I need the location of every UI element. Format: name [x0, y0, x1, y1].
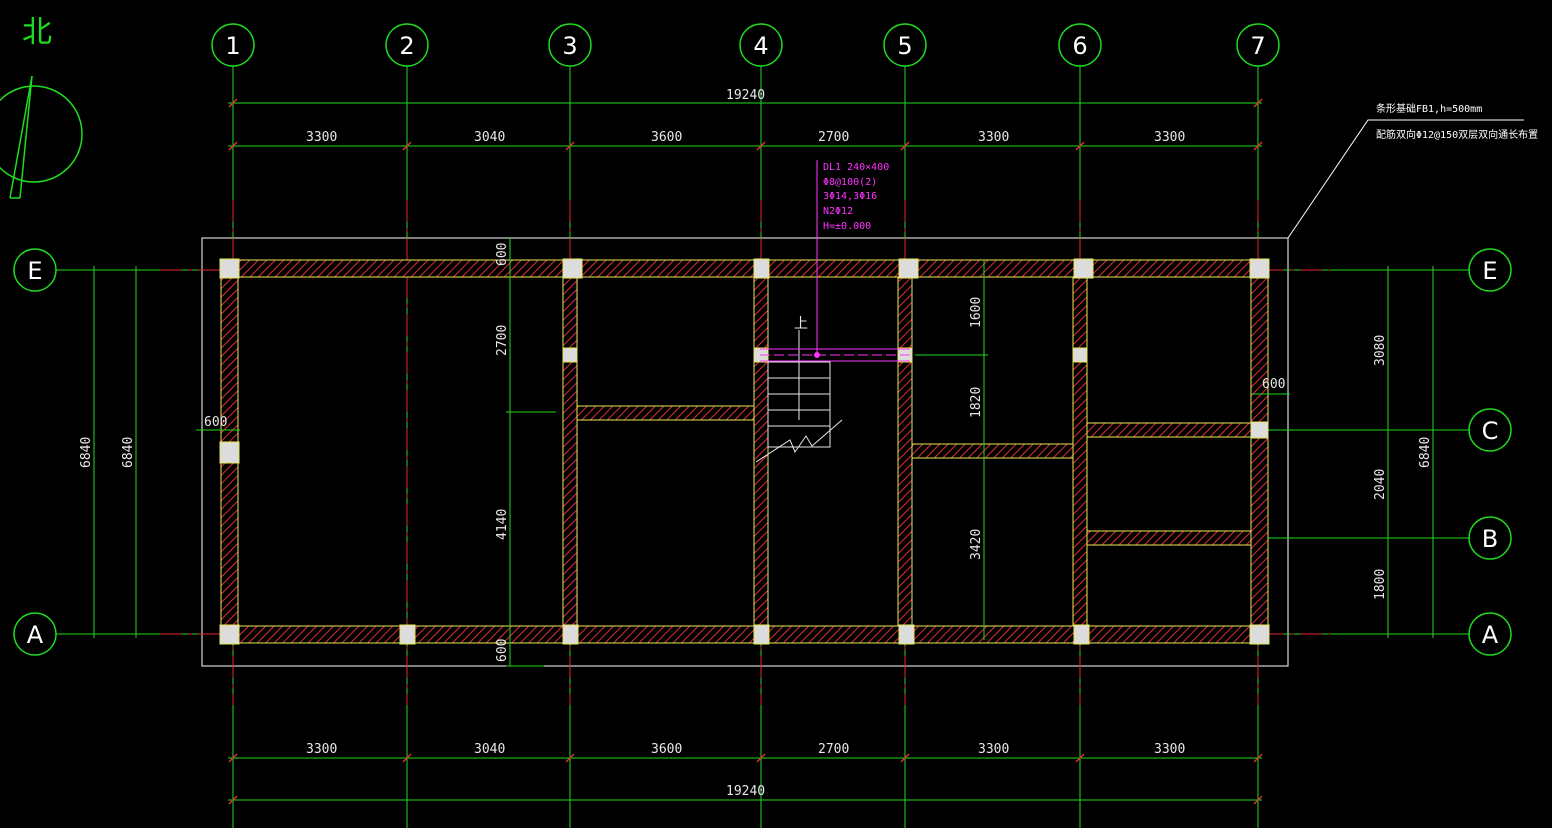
foundation-outline	[201, 237, 1289, 667]
dim-top-span-2: 3040	[474, 130, 505, 145]
foundation-note-1: 条形基础FB1,h=500mm	[1376, 102, 1482, 115]
beam-label-line-5: H=±0.000	[823, 221, 871, 232]
dim-left-1: 6840	[79, 437, 94, 468]
svg-text:A: A	[1482, 621, 1499, 649]
dim-bottom-span-2: 3040	[474, 742, 505, 757]
columns	[219, 258, 1270, 645]
stair-icon	[755, 330, 843, 463]
svg-text:3: 3	[562, 32, 577, 60]
dim-1820: 1820	[969, 387, 984, 418]
dim-top-span-3: 3600	[651, 130, 682, 145]
axis-bubble-6: 6	[1058, 23, 1102, 67]
note-leader	[1287, 119, 1524, 239]
dim-left-2: 6840	[121, 437, 136, 468]
dim-600-left: 600	[204, 415, 227, 430]
dim-top-span-1: 3300	[306, 130, 337, 145]
dim-right-3: 1800	[1373, 569, 1388, 600]
axis-bubble-4: 4	[739, 23, 783, 67]
axis-bubble-1: 1	[211, 23, 255, 67]
dim-bottom-span-5: 3300	[978, 742, 1009, 757]
dim-1600: 1600	[969, 297, 984, 328]
dim-4140: 4140	[495, 509, 510, 540]
foundation-note-2: 配筋双向Φ12@150双层双向通长布置	[1376, 128, 1538, 141]
axis-bubble-E-right: E	[1468, 248, 1512, 292]
dim-bottom-span-4: 2700	[818, 742, 849, 757]
svg-text:C: C	[1482, 417, 1499, 445]
dim-600-top: 600	[495, 243, 510, 266]
beam-label-line-2: Φ8@100(2)	[823, 177, 877, 188]
dim-bottom-span-3: 3600	[651, 742, 682, 757]
svg-text:4: 4	[753, 32, 768, 60]
svg-text:E: E	[1482, 257, 1497, 285]
dim-right-4: 6840	[1418, 437, 1433, 468]
svg-text:5: 5	[897, 32, 912, 60]
axis-bubble-A-right: A	[1468, 612, 1512, 656]
dim-top-span-6: 3300	[1154, 130, 1185, 145]
dimension-ticks	[228, 98, 1263, 805]
axis-bubble-7: 7	[1236, 23, 1280, 67]
dim-bottom-span-1: 3300	[306, 742, 337, 757]
svg-text:1: 1	[225, 32, 240, 60]
dim-600-right: 600	[1262, 377, 1285, 392]
axis-bubble-3: 3	[548, 23, 592, 67]
stair-up-label: 上	[794, 316, 808, 332]
beam-dl1	[760, 160, 910, 362]
dim-right-2: 2040	[1373, 469, 1388, 500]
axis-bubble-E-left: E	[13, 248, 57, 292]
axis-bubble-A-left: A	[13, 612, 57, 656]
dim-3420: 3420	[969, 529, 984, 560]
svg-text:2: 2	[399, 32, 414, 60]
dim-right-1: 3080	[1373, 335, 1388, 366]
beam-label-line-1: DL1 240×400	[823, 162, 889, 173]
walls	[220, 259, 1270, 644]
north-label: 北	[22, 15, 52, 50]
top-dimension-lines	[228, 102, 1262, 801]
axis-bubble-5: 5	[883, 23, 927, 67]
left-dimension-lines	[93, 238, 1434, 667]
svg-text:B: B	[1482, 525, 1498, 553]
dim-top-span-5: 3300	[978, 130, 1009, 145]
beam-label-line-4: N2Φ12	[823, 206, 853, 217]
dim-600-bottom: 600	[495, 639, 510, 662]
north-arrow-icon	[0, 75, 83, 199]
axis-bubble-C-right: C	[1468, 408, 1512, 452]
dim-bottom-span-6: 3300	[1154, 742, 1185, 757]
svg-text:6: 6	[1072, 32, 1087, 60]
vertical-grid-lines	[232, 66, 1259, 828]
svg-text:A: A	[27, 621, 44, 649]
dim-top-total: 19240	[726, 88, 765, 103]
beam-label-line-3: 3Φ14,3Φ16	[823, 191, 877, 202]
dim-2700: 2700	[495, 325, 510, 356]
svg-text:7: 7	[1250, 32, 1265, 60]
svg-text:E: E	[27, 257, 42, 285]
axis-bubble-2: 2	[385, 23, 429, 67]
dim-bottom-total: 19240	[726, 784, 765, 799]
axis-bubble-B-right: B	[1468, 516, 1512, 560]
dim-top-span-4: 2700	[818, 130, 849, 145]
